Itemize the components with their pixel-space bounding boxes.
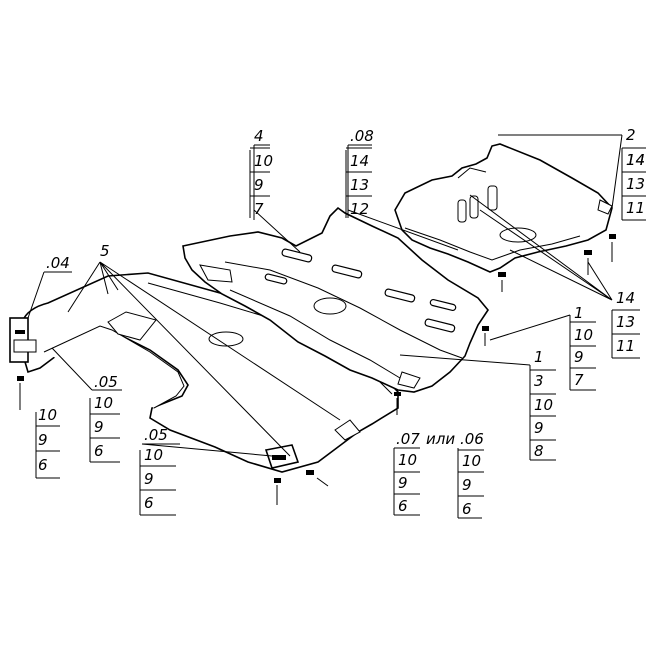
label-1-mid: 1	[574, 304, 584, 322]
stack-item: 6	[94, 442, 104, 460]
stack-item: 14	[626, 151, 645, 169]
stack-item: 10	[462, 452, 481, 470]
stack-item: 10	[144, 446, 163, 464]
label-4: 4	[254, 127, 264, 145]
label-08: .08	[350, 127, 374, 145]
stack-item: 6	[144, 494, 154, 512]
right-skid-plate	[394, 143, 613, 273]
label-05-left: .05	[94, 373, 118, 391]
stack-item: 7	[254, 200, 264, 218]
stack-item: 9	[38, 431, 48, 449]
stack-right-1b: 3 10 9 8	[534, 372, 553, 460]
label-06: .06	[460, 430, 484, 448]
stack-item: 13	[626, 175, 645, 193]
stack-item: 14	[350, 152, 369, 170]
stack-top-4: 10 9 7	[254, 152, 273, 218]
bolts	[17, 234, 616, 505]
label-07: .07	[396, 430, 420, 448]
stack-item: 10	[574, 326, 593, 344]
stack-item: 10	[254, 152, 273, 170]
stack-top-08: 14 13 12	[350, 152, 369, 218]
stack-item: 9	[254, 176, 264, 194]
front-bracket-04	[9, 317, 37, 363]
stack-item: 10	[398, 451, 417, 469]
label-05-bottom: .05	[144, 426, 168, 444]
stack-item: 3	[534, 372, 544, 390]
stack-item: 6	[462, 500, 472, 518]
stack-right-06: 10 9 6	[462, 452, 481, 518]
stack-item: 13	[350, 176, 369, 194]
label-14-top: 14	[626, 151, 645, 169]
label-04: .04	[46, 254, 70, 272]
stack-right-2: 14 13 11	[626, 151, 645, 217]
stack-item: 9	[462, 476, 472, 494]
stack-item: 11	[626, 199, 645, 217]
stack-item: 7	[574, 371, 584, 389]
stack-item: 10	[534, 396, 553, 414]
stack-left-05: 10 9 6	[94, 394, 113, 460]
stack-right-14: 14 13 11	[616, 289, 635, 355]
stack-item: 9	[398, 474, 408, 492]
stack-center-07: 10 9 6	[398, 451, 417, 515]
label-1-low: 1	[534, 348, 544, 366]
stack-item: 9	[534, 419, 544, 437]
stack-item: 10	[38, 406, 57, 424]
leader-lines	[27, 134, 623, 519]
label-or: или	[426, 430, 455, 448]
stack-item: 6	[398, 497, 408, 515]
label-14-right: 14	[616, 289, 635, 307]
stack-right-1a: 10 9 7	[574, 326, 593, 389]
stack-bottom-05: 10 9 6	[144, 446, 163, 512]
stack-rules	[36, 147, 646, 497]
stack-item: 8	[534, 442, 544, 460]
stack-item: 9	[574, 348, 584, 366]
label-2: 2	[626, 126, 636, 144]
stack-item: 11	[616, 337, 635, 355]
stack-item: 9	[144, 470, 154, 488]
stack-item: 13	[616, 313, 635, 331]
label-5: 5	[100, 242, 110, 260]
stack-item: 6	[38, 456, 48, 474]
stack-item: 12	[350, 200, 369, 218]
callout-labels: .04 5 .05 .05 4 .08 2 14 1 1 .07 или .06	[46, 126, 645, 448]
stack-item: 9	[94, 418, 104, 436]
stack-item: 10	[94, 394, 113, 412]
stack-left-bottom: 10 9 6	[38, 406, 57, 474]
middle-skid-plate	[182, 206, 489, 393]
rear-bracket-05	[264, 444, 300, 469]
